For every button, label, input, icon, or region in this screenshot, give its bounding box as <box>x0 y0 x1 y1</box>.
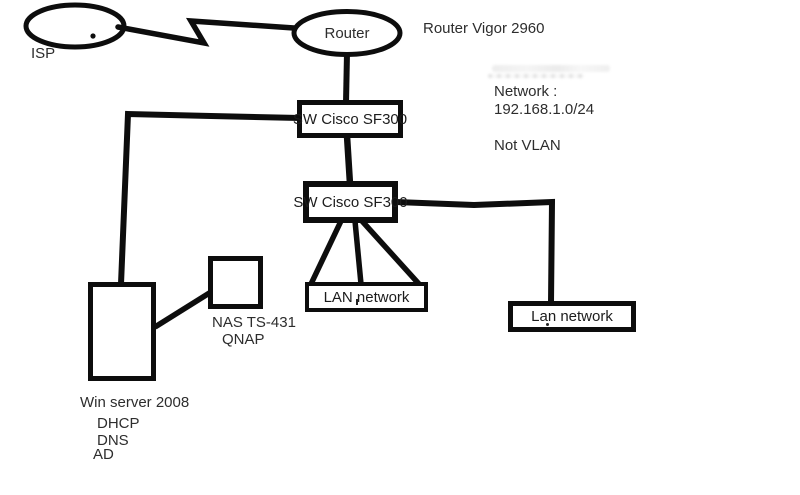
switch2-lancenter-link-right <box>359 219 422 286</box>
switch2-label: SW Cisco SF300 <box>293 193 408 211</box>
win-server-service-dns: DNS <box>97 432 129 449</box>
nas-sublabel: QNAP <box>222 331 265 348</box>
erased-text-artifact <box>488 63 620 80</box>
isp-dot <box>90 33 96 39</box>
router-switch1-link <box>343 52 350 104</box>
switch1-label: SW Cisco SF300 <box>292 110 408 128</box>
vlan-note-annotation: Not VLAN <box>494 137 561 154</box>
switch2-lanright-link <box>395 198 556 304</box>
router-label: Router <box>324 25 370 42</box>
network-title-annotation: Network : <box>494 83 558 100</box>
switch2-lancenter-link-left <box>308 219 344 286</box>
winserver-nas-link <box>153 289 213 330</box>
stray-pen-tick <box>356 299 358 305</box>
lan-right-label: Lan network <box>531 308 613 325</box>
lan-center-label: LAN network <box>323 288 410 306</box>
switch1-box: SW Cisco SF300 <box>293 100 407 138</box>
stray-pen-tick <box>546 323 549 326</box>
isp-node-shape <box>23 2 127 50</box>
router-model-annotation: Router Vigor 2960 <box>423 20 545 37</box>
switch2-lancenter-link-middle <box>352 220 364 285</box>
network-cidr-annotation: 192.168.1.0/24 <box>494 101 595 118</box>
lan-right-box: Lan network <box>508 301 636 332</box>
switch2-box: SW Cisco SF300 <box>293 181 408 223</box>
win-server-service-dhcp: DHCP <box>97 415 140 432</box>
isp-router-zigzag-link <box>115 17 297 47</box>
win-server-label: Win server 2008 <box>80 394 190 411</box>
lan-center-box: LAN network <box>305 282 428 312</box>
switch1-switch2-link <box>343 135 354 185</box>
win-server-service-ad: AD <box>93 446 114 463</box>
switch1-winserver-link <box>118 110 301 285</box>
nas-label: NAS TS-431 <box>212 314 296 331</box>
nas-box <box>208 256 263 309</box>
win-server-box <box>88 282 156 381</box>
isp-label: ISP <box>31 45 56 62</box>
